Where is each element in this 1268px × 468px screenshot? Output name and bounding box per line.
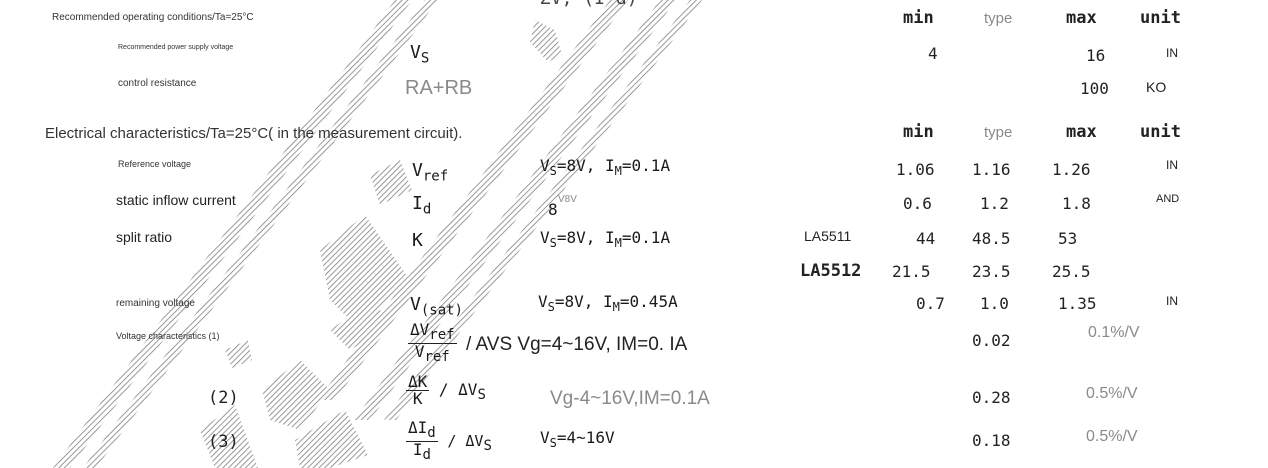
row-inflow-current-name: static inflow current	[116, 192, 236, 208]
row-split-ratio-typ-1: 48.5	[972, 229, 1011, 248]
row-split-ratio-max-1: 53	[1058, 229, 1078, 248]
row-inflow-current-symbol: Id	[412, 193, 432, 218]
section1-title: Recommended operating conditions/Ta=25°C	[52, 12, 254, 23]
row-voltage-char-2-typ: 0.28	[972, 388, 1011, 407]
row-ref-voltage-min: 1.06	[896, 160, 935, 179]
row-ref-voltage-typ: 1.16	[972, 160, 1011, 179]
row-power-supply-unit: IN	[1166, 46, 1178, 60]
row-remaining-voltage-symbol: V(sat)	[410, 294, 463, 319]
row-control-resistance-name: control resistance	[118, 78, 197, 89]
row-split-ratio-variant-1: LA5511	[804, 228, 852, 244]
row-inflow-current-min: 0.6	[903, 194, 932, 213]
row-remaining-voltage-condition: VS=8V, IM=0.45A	[538, 292, 678, 315]
row-power-supply-max: 16	[1086, 46, 1106, 65]
row-split-ratio-symbol: K	[412, 230, 423, 251]
row-power-supply-symbol: VS	[410, 42, 430, 67]
row-ref-voltage-unit: IN	[1166, 158, 1178, 172]
row-control-resistance-max: 100	[1080, 79, 1109, 98]
header-type: type	[984, 10, 1013, 27]
row-voltage-char-1-typ: 0.02	[972, 331, 1011, 350]
row-split-ratio-min-2: 21.5	[892, 262, 931, 281]
header2-min: min	[903, 122, 934, 142]
top-fragment: ΣV, (I d)	[540, 0, 638, 9]
row-voltage-char-2-condition: Vg-4~16V,IM=0.1A	[550, 388, 710, 409]
header2-unit: unit	[1140, 122, 1181, 142]
row-voltage-char-2-name: (2)	[208, 388, 239, 408]
header-min: min	[903, 8, 934, 28]
row-power-supply-name: Recommended power supply voltage	[118, 44, 234, 51]
row-ref-voltage-name: Reference voltage	[118, 159, 192, 169]
row-ref-voltage-symbol: Vref	[412, 160, 449, 185]
row-voltage-char-1-max: 0.1%/V	[1088, 324, 1140, 341]
header-unit: unit	[1140, 8, 1181, 28]
row-voltage-char-3-typ: 0.18	[972, 431, 1011, 450]
row-remaining-voltage-unit: IN	[1166, 294, 1178, 308]
row-inflow-current-condition: 8	[548, 200, 558, 219]
row-remaining-voltage-min: 0.7	[916, 294, 945, 313]
row-split-ratio-max-2: 25.5	[1052, 262, 1091, 281]
row-inflow-current-typ: 1.2	[980, 194, 1009, 213]
row-split-ratio-min-1: 44	[916, 229, 936, 248]
row-voltage-char-2-max: 0.5%/V	[1086, 385, 1138, 402]
row-control-resistance-unit: KO	[1146, 79, 1167, 95]
row-split-ratio-name: split ratio	[116, 229, 173, 245]
row-voltage-char-3-name: (3)	[208, 432, 239, 452]
row-inflow-current-cond-small: V8V	[558, 194, 577, 205]
row-voltage-char-3-max: 0.5%/V	[1086, 428, 1138, 445]
section2-title: Electrical characteristics/Ta=25°C( in t…	[45, 125, 463, 142]
row-remaining-voltage-name: remaining voltage	[116, 298, 195, 309]
row-ref-voltage-condition: VS=8V, IM=0.1A	[540, 156, 671, 179]
row-voltage-char-1-name: Voltage characteristics (1)	[116, 331, 220, 341]
header2-max: max	[1066, 122, 1097, 142]
row-inflow-current-unit: AND	[1156, 193, 1180, 205]
row-split-ratio-typ-2: 23.5	[972, 262, 1011, 281]
row-voltage-char-1-condition: / AVS Vg=4~16V, IM=0. IA	[466, 334, 688, 355]
row-remaining-voltage-typ: 1.0	[980, 294, 1009, 313]
row-split-ratio-variant-2: LA5512	[800, 261, 862, 281]
row-ref-voltage-max: 1.26	[1052, 160, 1091, 179]
row-remaining-voltage-max: 1.35	[1058, 294, 1097, 313]
header2-type: type	[984, 124, 1013, 141]
row-control-resistance-symbol: RA+RB	[405, 77, 473, 99]
header-max: max	[1066, 8, 1097, 28]
row-split-ratio-condition: VS=8V, IM=0.1A	[540, 228, 671, 251]
row-power-supply-min: 4	[928, 44, 938, 63]
row-voltage-char-3-condition: VS=4~16V	[540, 428, 615, 451]
row-inflow-current-max: 1.8	[1062, 194, 1091, 213]
